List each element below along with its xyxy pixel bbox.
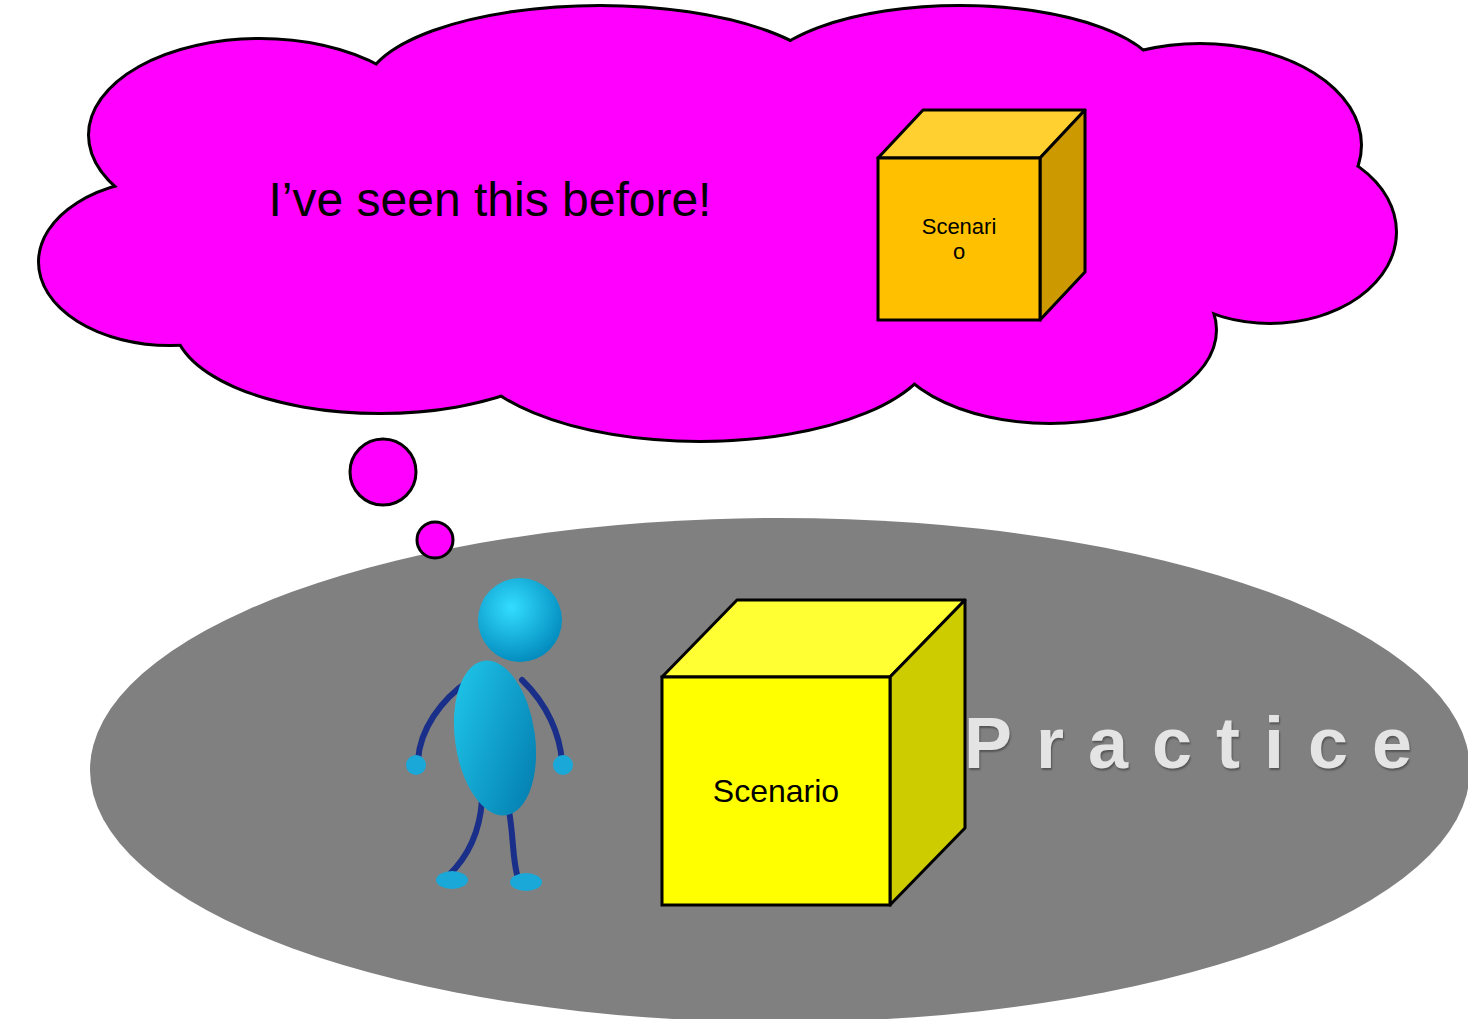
text-box: Scenari o	[878, 158, 1040, 320]
text-box: Practice	[920, 698, 1468, 788]
node-label: I’ve seen this before!	[269, 172, 712, 227]
thought-cloud-outline	[40, 0, 1400, 445]
thought-bubble	[350, 439, 416, 505]
thought-bubble	[417, 522, 453, 558]
text-box: I’ve seen this before!	[130, 160, 850, 240]
scenario-cube: Scenari o	[878, 110, 1085, 320]
stick-figure	[406, 578, 573, 891]
practice-area: PracticeScenario	[90, 518, 1468, 1019]
thought-cloud: I’ve seen this before! Scenari o	[40, 0, 1400, 445]
area-title: Practice	[964, 702, 1436, 785]
node-label: Scenario	[713, 773, 839, 810]
scenario-cube-outline	[662, 600, 965, 905]
scenario-cube: Scenario	[662, 600, 965, 905]
text-box: Scenario	[662, 677, 890, 905]
node-label: Scenari o	[914, 214, 1004, 265]
